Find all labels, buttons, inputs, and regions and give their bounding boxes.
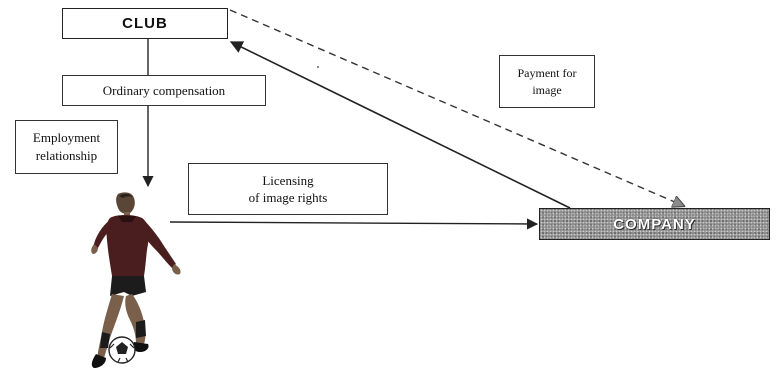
company-to-club-arrow [229,41,571,209]
company-box: COMPANY [539,208,770,240]
ordinary-compensation-label: Ordinary compensation [102,82,226,98]
ordinary-compensation-box: Ordinary compensation [62,75,266,106]
licensing-image-rights-box: Licensing of image rights [188,163,388,215]
employment-relationship-box: Employment relationship [15,120,118,174]
club-box: CLUB [62,8,228,39]
licensing-label-line1: Licensing [262,173,314,188]
payment-label-line1: Payment for [517,65,577,80]
employment-label-line1: Employment [32,130,101,145]
stray-dot [317,66,319,68]
employment-label-line2: relationship [35,148,98,163]
payment-label-line2: image [532,82,562,97]
licensing-label-line2: of image rights [248,190,328,205]
football-player-icon [91,192,181,368]
club-to-company-payment-arrow [229,9,684,206]
player-to-company-arrow [169,218,539,230]
company-label: COMPANY [613,215,696,233]
club-label: CLUB [122,15,168,32]
payment-for-image-box: Payment for image [499,55,595,108]
